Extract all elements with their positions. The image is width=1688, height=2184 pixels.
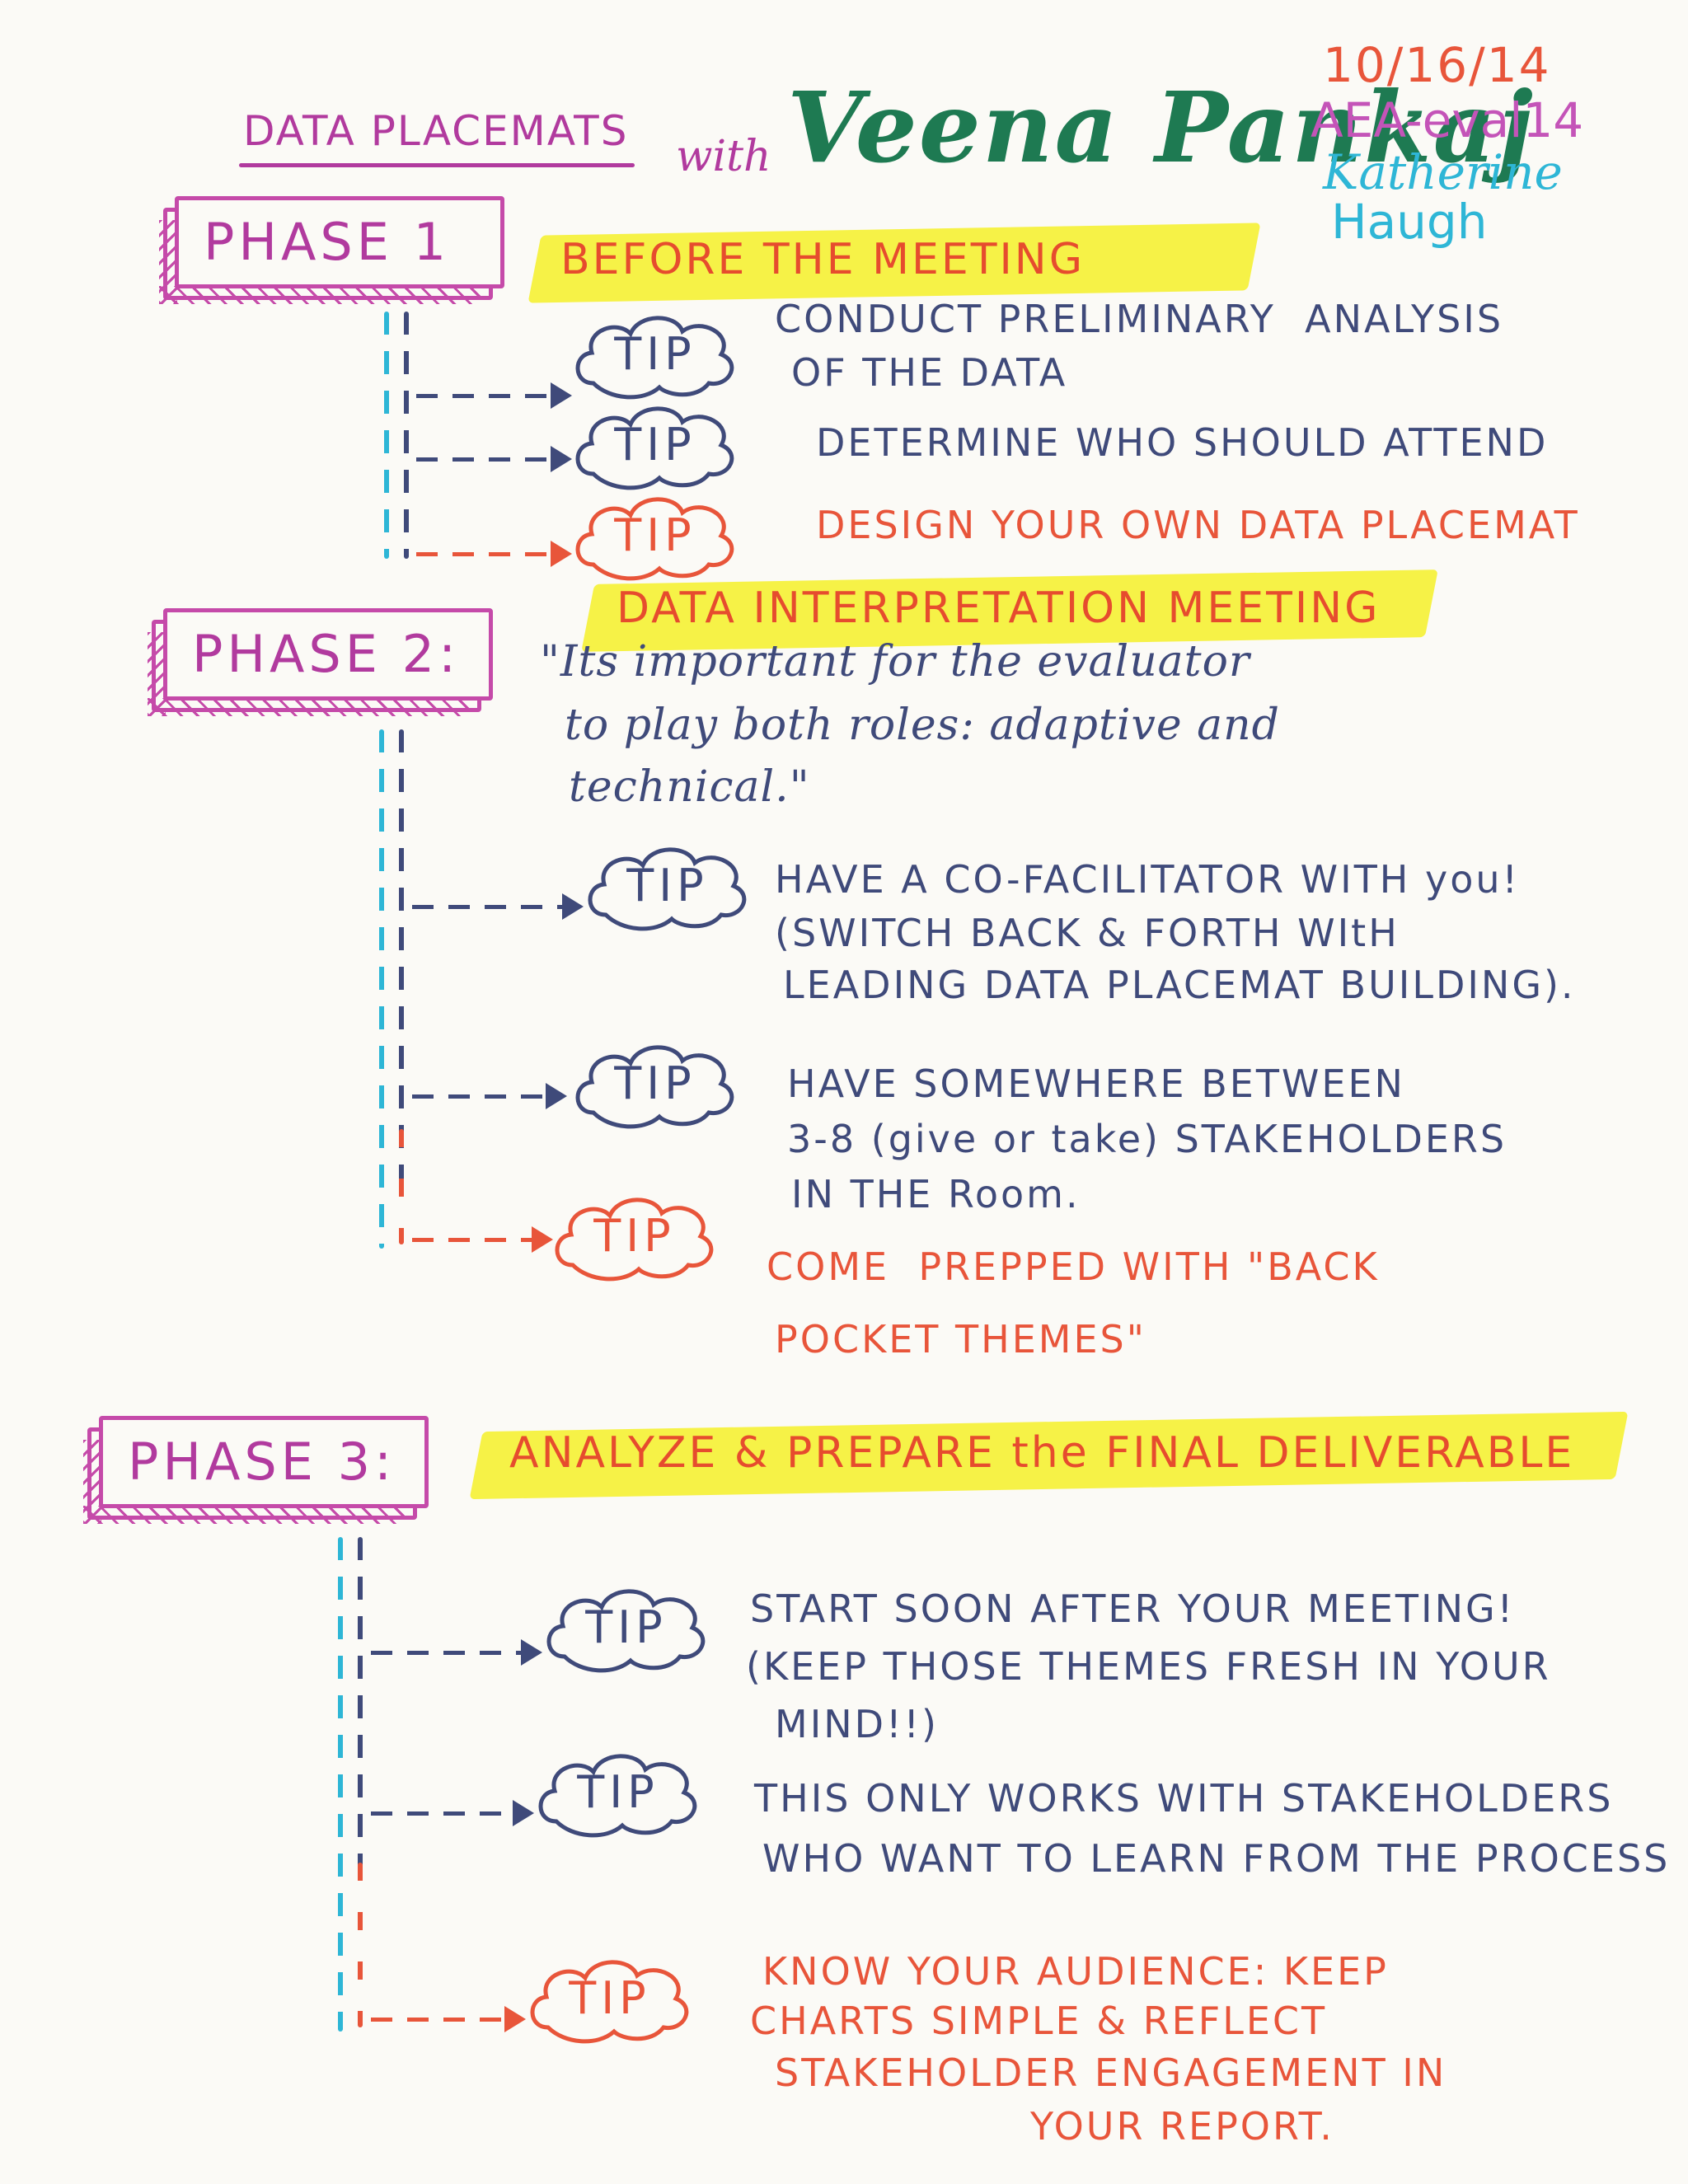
tip-label: TIP <box>614 1057 696 1109</box>
phase-3-tip-3-cloud: TIP <box>523 1949 696 2048</box>
phase-2-quote-line-2: to play both roles: adaptive and <box>565 701 1280 750</box>
phase-1-timeline-cyan <box>384 312 389 559</box>
event-label: AEA-eval14 <box>1311 92 1584 148</box>
phase-3-tip-3-arrow-icon <box>504 2006 526 2032</box>
phase-2-tip-2-arrow-icon <box>546 1083 567 1109</box>
phase-3-tip-3-line-1: KNOW YOUR AUDIENCE: KEEP <box>762 1949 1389 1994</box>
phase-3-tip-1-line-3: MIND!!) <box>775 1702 939 1746</box>
cloud-icon <box>575 406 734 490</box>
phase-2-tip-2-connector <box>412 1094 552 1099</box>
phase-1-timeline-dark <box>404 312 409 559</box>
phase-2-tip-1-cloud: TIP <box>581 837 754 935</box>
title-underline <box>239 163 635 167</box>
phase-2-label: PHASE 2: <box>192 624 460 684</box>
phase-2-box: PHASE 2: <box>148 608 493 716</box>
phase-2-tip-2-cloud: TIP <box>569 1034 742 1133</box>
date-label: 10/16/14 <box>1323 37 1551 93</box>
cloud-icon <box>530 1960 689 2044</box>
cloud-icon <box>575 1045 734 1129</box>
phase-2-tip-1-line-1: HAVE A CO-FACILITATOR WITH you! <box>775 857 1520 902</box>
tip-label: TIP <box>585 1601 668 1653</box>
page-title: DATA PLACEMATS <box>243 107 629 155</box>
cloud-icon <box>575 316 734 400</box>
phase-1-box: PHASE 1 <box>159 196 504 304</box>
tip-label: TIP <box>593 1210 676 1262</box>
phase-3-timeline-cyan <box>338 1537 343 2032</box>
phase-2-timeline-orange <box>399 1129 404 1244</box>
phase-2-quote-line-3: technical." <box>569 762 810 812</box>
tip-label: TIP <box>577 1766 659 1818</box>
phase-3-tip-1-cloud: TIP <box>540 1578 713 1677</box>
author-first-name: Katherine <box>1323 144 1563 200</box>
phase-1-tip-1-line-1: CONDUCT PRELIMINARY ANALYSIS <box>775 297 1504 341</box>
phase-2-tip-2-line-3: IN THE Room. <box>791 1172 1081 1216</box>
phase-3-tip-2-connector <box>371 1811 519 1816</box>
cloud-icon <box>575 497 734 581</box>
phase-2-quote-line-1: "Its important for the evaluator <box>540 637 1250 687</box>
phase-1-heading: BEFORE THE MEETING <box>560 235 1085 284</box>
cloud-icon <box>588 847 747 931</box>
phase-2-tip-1-connector <box>412 905 569 909</box>
phase-3-box: PHASE 3: <box>83 1416 429 1524</box>
phase-3-tip-1-connector <box>371 1651 528 1655</box>
tip-label: TIP <box>614 509 696 561</box>
phase-1-tip-2-connector <box>416 457 556 462</box>
phase-2-tip-1-arrow-icon <box>562 893 584 920</box>
phase-3-tip-3-line-3: STAKEHOLDER ENGAGEMENT IN <box>775 2050 1447 2095</box>
phase-2-tip-1-line-2: (SWITCH BACK & FORTH WItH <box>775 911 1400 955</box>
phase-2-tip-3-line-2: POCKET THEMES" <box>775 1317 1146 1361</box>
phase-3-tip-1-line-2: (KEEP THOSE THEMES FRESH IN YOUR <box>746 1644 1551 1689</box>
tip-label: TIP <box>626 860 709 912</box>
tip-label: TIP <box>614 419 696 471</box>
phase-2-tip-3-cloud: TIP <box>548 1187 721 1286</box>
phase-1-tip-3-arrow-icon <box>551 541 572 567</box>
phase-3-tip-2-arrow-icon <box>513 1800 534 1826</box>
phase-1-tip-1-arrow-icon <box>551 382 572 409</box>
cloud-icon <box>546 1589 706 1673</box>
phase-3-label: PHASE 3: <box>128 1432 396 1492</box>
phase-1-tip-1-line-2: OF THE DATA <box>791 350 1068 395</box>
phase-1-label: PHASE 1 <box>204 212 451 272</box>
phase-3-tip-3-connector <box>371 2018 511 2022</box>
phase-3-tip-1-arrow-icon <box>521 1639 542 1666</box>
phase-3-tip-2-cloud: TIP <box>532 1743 705 1842</box>
phase-1-tip-3-cloud: TIP <box>569 486 742 585</box>
phase-1-tip-2-arrow-icon <box>551 446 572 472</box>
phase-1-tip-2-line-1: DETERMINE WHO SHOULD ATTEND <box>816 420 1549 465</box>
phase-1-tip-2-cloud: TIP <box>569 396 742 494</box>
author-last-name: Haugh <box>1331 194 1488 250</box>
phase-1-tip-1-connector <box>416 394 556 398</box>
phase-2-heading: DATA INTERPRETATION MEETING <box>617 583 1381 633</box>
phase-3-tip-3-line-4: YOUR REPORT. <box>1030 2104 1334 2149</box>
tip-label: TIP <box>614 328 696 380</box>
cloud-icon <box>555 1197 714 1282</box>
phase-2-timeline-dark <box>399 729 404 1191</box>
phase-2-tip-1-line-3: LEADING DATA PLACEMAT BUILDING). <box>783 963 1576 1007</box>
tip-label: TIP <box>569 1972 651 2024</box>
phase-1-tip-3-line-1: DESIGN YOUR OWN DATA PLACEMAT <box>816 503 1580 547</box>
phase-1-tip-3-connector <box>416 552 556 556</box>
phase-3-heading: ANALYZE & PREPARE the FINAL DELIVERABLE <box>509 1428 1575 1478</box>
cloud-icon <box>538 1754 697 1838</box>
phase-3-timeline-orange <box>358 1863 363 2027</box>
phase-3-tip-2-line-1: THIS ONLY WORKS WITH STAKEHOLDERS <box>754 1776 1614 1821</box>
title-with: with <box>676 132 771 181</box>
phase-3-tip-2-line-2: WHO WANT TO LEARN FROM THE PROCESS <box>762 1836 1671 1881</box>
phase-2-tip-2-line-2: 3-8 (give or take) STAKEHOLDERS <box>787 1117 1507 1161</box>
phase-2-tip-3-connector <box>412 1238 536 1242</box>
phase-1-tip-1-cloud: TIP <box>569 305 742 404</box>
phase-2-tip-2-line-1: HAVE SOMEWHERE BETWEEN <box>787 1062 1405 1106</box>
phase-2-timeline-cyan <box>379 729 384 1249</box>
phase-2-tip-3-line-1: COME PREPPED WITH "BACK <box>767 1244 1380 1289</box>
phase-3-timeline-dark <box>358 1537 363 1867</box>
speaker-name: Veena Pankaj <box>787 70 1535 185</box>
phase-3-tip-3-line-2: CHARTS SIMPLE & REFLECT <box>750 1999 1328 2043</box>
phase-2-tip-3-arrow-icon <box>532 1226 553 1253</box>
phase-3-tip-1-line-1: START SOON AFTER YOUR MEETING! <box>750 1586 1516 1631</box>
